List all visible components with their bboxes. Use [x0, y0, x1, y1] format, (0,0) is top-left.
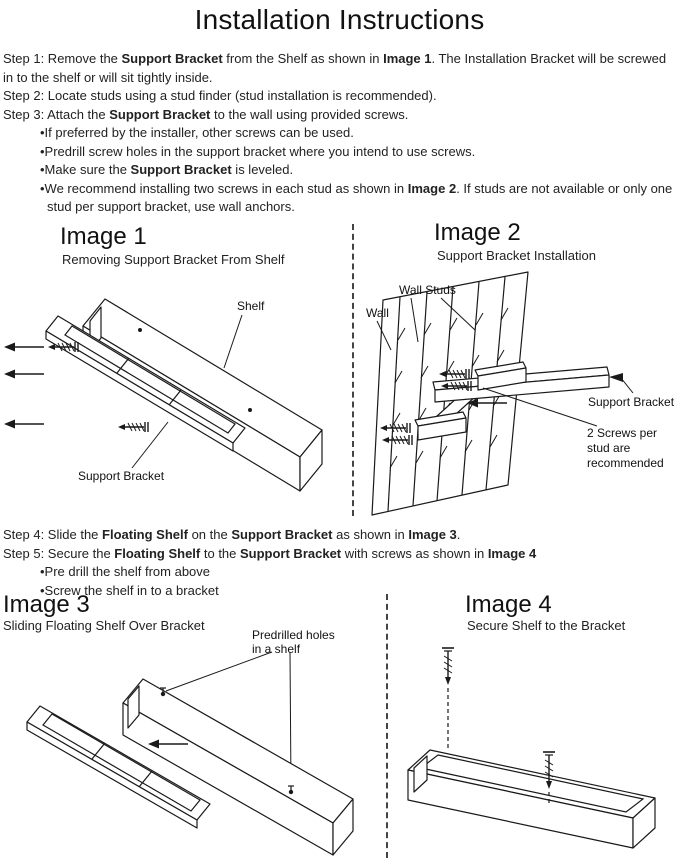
divider-vertical-bottom — [386, 594, 388, 858]
figure1-subtitle: Removing Support Bracket From Shelf — [62, 252, 285, 267]
instruction-line: •Make sure the Support Bracket is levele… — [40, 162, 294, 177]
predrilled-holes-label-line: in a shelf — [252, 642, 301, 656]
support-bracket-label: Support Bracket — [588, 395, 675, 409]
instruction-line: Step 3: Attach the Support Bracket to th… — [3, 106, 409, 122]
instruction-line: •Predrill screw holes in the support bra… — [40, 143, 476, 159]
screw-icon — [117, 421, 149, 433]
shelf-drawing — [82, 298, 323, 492]
arrow-left-icon — [3, 341, 45, 353]
figure2-diagram: Wall Studs Wall Support Bracket 2 Screws… — [366, 271, 675, 516]
figure4: Image 4 Secure Shelf to the Bracket — [400, 590, 679, 862]
figure2-heading: Image 2 — [434, 219, 521, 246]
screws-note-line: stud are — [587, 441, 631, 455]
instruction-line: •Pre drill the shelf from above — [40, 564, 211, 579]
shelf-label: Shelf — [237, 299, 265, 313]
screw-icon — [441, 647, 455, 686]
screws-note-line: recommended — [587, 456, 664, 470]
instruction-line: Step 5: Secure the Floating Shelf to the… — [3, 545, 537, 561]
support-bracket-drawing — [26, 705, 211, 829]
figure4-heading: Image 4 — [465, 591, 552, 618]
arrow-left-icon — [3, 368, 45, 380]
wall-studs-label: Wall Studs — [399, 283, 456, 297]
instructions-top: Step 1: Remove the Support Bracket from … — [3, 50, 677, 217]
instruction-line: Step 2: Locate studs using a stud finder… — [3, 88, 437, 103]
screws-note-line: 2 Screws per — [587, 426, 657, 440]
support-bracket-drawing — [45, 315, 246, 452]
figure1-heading: Image 1 — [60, 223, 147, 250]
figure2: Image 2 Support Bracket Installation — [355, 218, 679, 520]
figure1: Image 1 Removing Support Bracket From Sh… — [0, 218, 350, 520]
page-title: Installation Instructions — [194, 4, 485, 35]
instruction-line: Step 1: Remove the Support Bracket from … — [3, 51, 667, 85]
floating-shelf-drawing — [407, 749, 656, 849]
figure3: Image 3 Sliding Floating Shelf Over Brac… — [0, 590, 378, 862]
figure2-subtitle: Support Bracket Installation — [437, 248, 596, 263]
figure3-subtitle: Sliding Floating Shelf Over Bracket — [3, 618, 205, 633]
divider-vertical-top — [352, 224, 354, 516]
instruction-line: •If preferred by the installer, other sc… — [40, 125, 354, 140]
instruction-line: •We recommend installing two screws in e… — [40, 180, 673, 215]
figure1-diagram: Shelf Support Bracket — [3, 298, 323, 492]
support-bracket-drawing — [414, 361, 610, 441]
figure3-heading: Image 3 — [3, 591, 90, 618]
predrilled-hole-marks — [160, 687, 294, 795]
wall-label: Wall — [366, 306, 389, 320]
predrilled-holes-label: Predrilled holes in a shelf — [252, 628, 335, 656]
figure4-diagram — [407, 647, 656, 849]
figure4-subtitle: Secure Shelf to the Bracket — [467, 618, 626, 633]
support-bracket-label: Support Bracket — [78, 469, 165, 483]
predrilled-holes-label-line: Predrilled holes — [252, 628, 335, 642]
floating-shelf-drawing — [122, 678, 354, 856]
arrow-left-icon — [3, 418, 45, 430]
instruction-line: Step 4: Slide the Floating Shelf on the … — [3, 527, 461, 542]
instruction-line: •Screw the shelf in to a bracket — [40, 582, 219, 598]
instructions-bottom: Step 4: Slide the Floating Shelf on the … — [3, 526, 677, 600]
figure3-diagram — [26, 651, 354, 856]
